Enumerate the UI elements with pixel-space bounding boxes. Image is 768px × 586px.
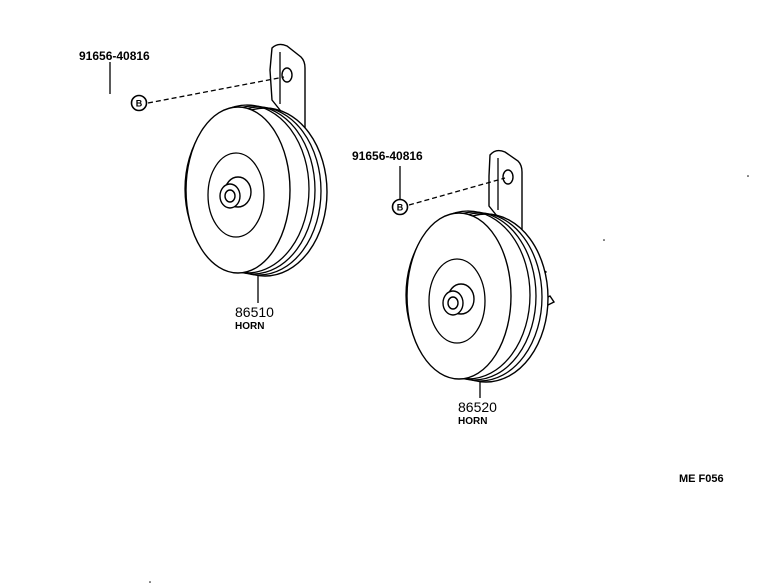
horn-86520-assembly (405, 149, 556, 398)
fastener-b-horn-86520: B (391, 166, 506, 216)
horn-86520-bracket-hole (502, 169, 514, 185)
horn-86510-bracket (269, 43, 306, 134)
fastener-part-number: 91656-40816 (352, 149, 423, 163)
horn-part-number: 86520 (458, 399, 497, 415)
fastener-b-horn-86510: B (109, 62, 285, 112)
horn-name: HORN (235, 321, 264, 332)
fastener-dash-line (408, 177, 506, 206)
horn-part-number: 86510 (235, 304, 274, 320)
horn-86510-bracket-hole (281, 67, 293, 83)
fastener-part-number: 91656-40816 (79, 49, 150, 63)
fastener-b-circle (391, 198, 409, 216)
horn-name: HORN (458, 416, 487, 427)
fastener-ref-label: B (397, 203, 404, 213)
horn-86510-assembly (184, 43, 328, 303)
diagram-code: ME F056 (679, 473, 724, 485)
fastener-b-circle (130, 94, 148, 112)
fastener-dash-line (147, 76, 285, 104)
fastener-ref-label: B (136, 99, 143, 109)
